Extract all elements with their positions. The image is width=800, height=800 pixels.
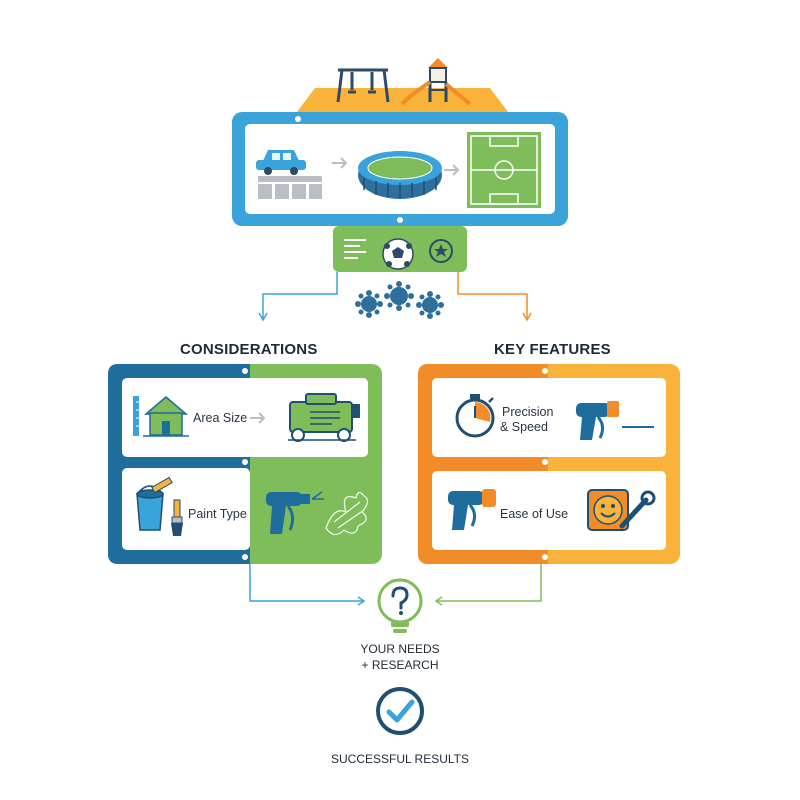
top-venue-panel xyxy=(232,112,568,226)
your-needs-label: YOUR NEEDS + RESEARCH xyxy=(300,641,500,673)
precision-label-line2: & Speed xyxy=(500,420,548,434)
your-needs-line1: YOUR NEEDS xyxy=(360,642,440,656)
connector-left xyxy=(258,272,338,322)
soccer-field-icon xyxy=(467,132,541,208)
precision-label-line1: Precision xyxy=(502,405,554,419)
car-icon xyxy=(256,150,306,175)
key-features-panel xyxy=(418,364,680,564)
spray-gun-icon xyxy=(448,489,496,530)
connector-features-to-needs xyxy=(434,564,542,606)
arrow-right-icon xyxy=(444,164,460,176)
considerations-title: CONSIDERATIONS xyxy=(180,341,318,358)
key-features-title: KEY FEATURES xyxy=(494,341,611,358)
ruler-icon xyxy=(133,396,139,436)
successful-results-label: SUCCESSFUL RESULTS xyxy=(330,752,470,766)
parking-lot-icon xyxy=(258,176,322,199)
considerations-panel xyxy=(108,364,382,564)
stopwatch-icon xyxy=(455,394,495,438)
area-size-label: Area Size xyxy=(193,411,248,425)
ease-of-use-label: Ease of Use xyxy=(500,507,569,521)
monitor-stand xyxy=(333,226,467,272)
question-lightbulb-icon xyxy=(377,578,423,633)
paint-type-label: Paint Type xyxy=(188,507,247,521)
lines-icon xyxy=(344,239,366,259)
arrow-right-icon xyxy=(250,412,266,424)
paint-bucket-icon xyxy=(136,476,173,531)
your-needs-line2: + RESEARCH xyxy=(361,658,439,672)
stadium-icon xyxy=(358,151,442,199)
paint-brush-icon xyxy=(171,499,183,536)
arrow-right-icon xyxy=(332,157,348,169)
star-badge-icon xyxy=(429,239,453,263)
check-circle-icon xyxy=(376,687,424,735)
soccer-ball-icon xyxy=(382,238,414,270)
spray-gun-icon xyxy=(576,401,654,440)
slide-tower-icon xyxy=(400,58,472,106)
playground-roof xyxy=(297,58,508,112)
connector-considerations-to-needs xyxy=(249,564,366,606)
smiley-wrench-icon xyxy=(587,489,656,531)
house-icon xyxy=(143,396,189,437)
spray-gun-icon xyxy=(266,491,324,534)
line-striper-machine-icon xyxy=(288,393,360,442)
swing-set-icon xyxy=(336,68,390,103)
paint-scribble-icon xyxy=(325,491,369,536)
connector-right xyxy=(457,272,532,322)
paint-splash-icons xyxy=(355,281,444,319)
